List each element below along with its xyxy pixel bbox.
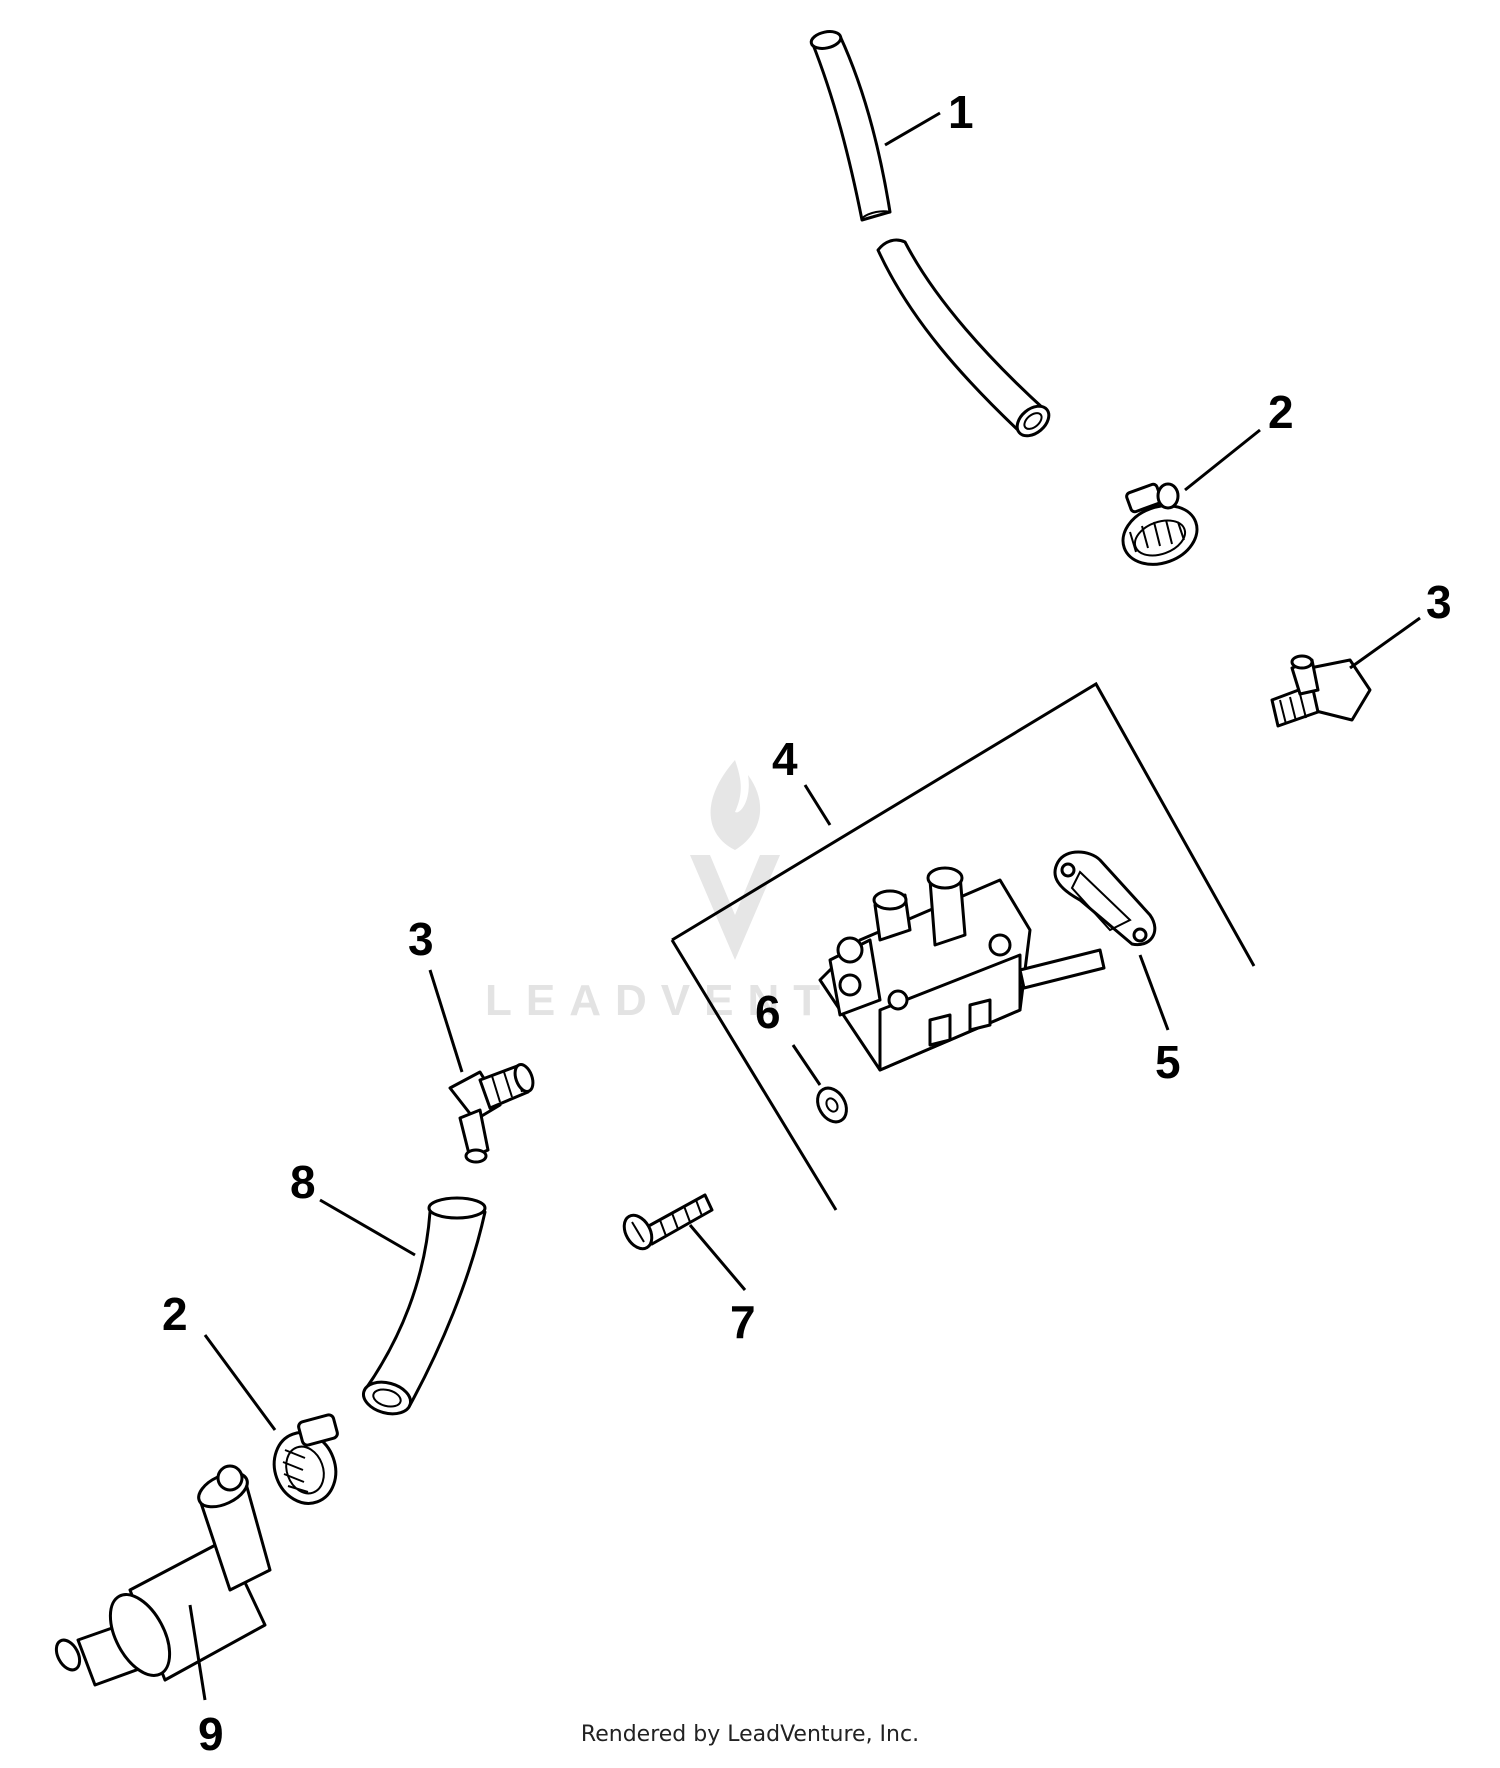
leader-1 <box>884 111 941 147</box>
clamp-lower <box>272 1413 339 1505</box>
callout-6: 6 <box>755 986 781 1038</box>
callout-7: 7 <box>730 1296 756 1348</box>
footer-credit: Rendered by LeadVenture, Inc. <box>580 1722 920 1747</box>
leader-lines <box>188 111 1421 1701</box>
callout-3-left: 3 <box>408 913 434 965</box>
callout-2-top: 2 <box>1268 386 1294 438</box>
elbow-fitting-left <box>448 1063 535 1164</box>
gasket <box>1053 850 1157 947</box>
callout-8: 8 <box>290 1156 316 1208</box>
fuel-filter <box>54 1464 272 1687</box>
hose-top <box>809 30 1051 438</box>
callout-2-lower: 2 <box>162 1288 188 1340</box>
leader-5 <box>1138 954 1170 1031</box>
leader-6 <box>791 1044 822 1086</box>
washer <box>816 1086 848 1124</box>
leader-3-right <box>1349 616 1421 670</box>
callout-4: 4 <box>772 733 798 785</box>
elbow-fitting-right <box>1270 654 1372 728</box>
leader-2-lower <box>203 1334 277 1431</box>
callout-1: 1 <box>948 86 974 138</box>
leader-3-left <box>428 969 464 1073</box>
screw <box>622 1193 714 1251</box>
callouts: 1 2 3 4 5 6 7 3 8 2 9 <box>162 86 1452 1760</box>
callout-9: 9 <box>198 1708 224 1760</box>
leader-2-top <box>1184 428 1261 492</box>
callout-5: 5 <box>1155 1036 1181 1088</box>
leader-9 <box>188 1604 207 1701</box>
leader-7 <box>688 1224 747 1291</box>
clamp-top <box>1121 482 1199 566</box>
leader-8 <box>319 1198 416 1257</box>
leader-4 <box>803 784 832 826</box>
callout-3-right: 3 <box>1426 576 1452 628</box>
assembly-bracket <box>670 681 1256 1211</box>
watermark-logo-icon <box>690 760 780 960</box>
fuel-pump <box>818 866 1106 1072</box>
hose-lower <box>361 1196 487 1416</box>
